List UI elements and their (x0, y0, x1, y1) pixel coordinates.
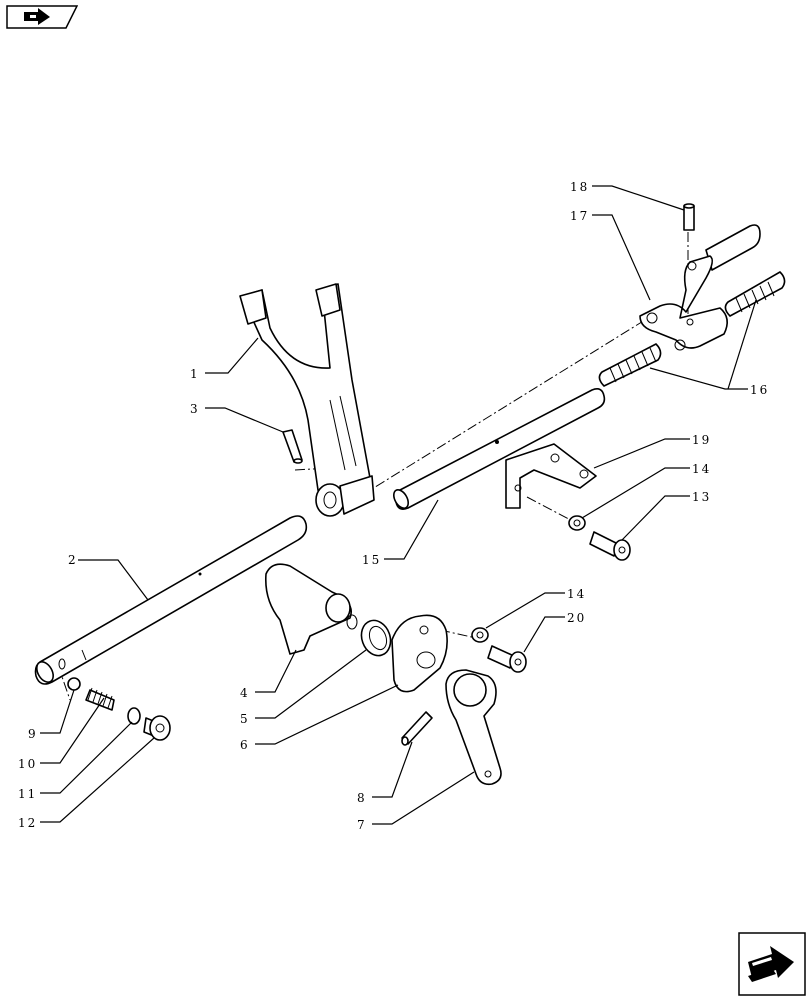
leader-lines (40, 185, 757, 825)
callout-9: 9 (28, 727, 38, 741)
callout-14-left: 14 (567, 587, 586, 601)
roll-pin-8 (401, 711, 433, 746)
shaft-axis-line (329, 319, 646, 516)
washer-14-right (568, 515, 586, 531)
detent-spring-10 (85, 687, 115, 711)
roll-pin-3 (282, 429, 303, 464)
angle-bracket-19 (505, 443, 597, 509)
callout-17: 17 (570, 209, 589, 223)
callout-19: 19 (692, 433, 711, 447)
callout-15: 15 (362, 553, 381, 567)
back-button[interactable] (6, 4, 79, 30)
callout-18: 18 (570, 180, 589, 194)
callout-6: 6 (240, 738, 250, 752)
callout-14-right: 14 (692, 462, 711, 476)
callout-1: 1 (190, 367, 200, 381)
selector-lever-4 (264, 563, 358, 655)
washer-11 (127, 707, 141, 725)
callout-4: 4 (240, 686, 250, 700)
plug-12 (143, 715, 171, 741)
callout-2: 2 (68, 553, 78, 567)
callout-8: 8 (357, 791, 367, 805)
callout-5: 5 (240, 712, 250, 726)
shift-rod-2 (34, 515, 308, 685)
washer-14-left (471, 627, 489, 643)
detent-ball-9 (67, 677, 81, 691)
cap-screw-13 (589, 531, 631, 561)
callout-10: 10 (18, 757, 37, 771)
pin-18 (683, 203, 695, 231)
next-arrow-icon (738, 932, 806, 996)
shift-fork-1 (239, 283, 375, 517)
callout-12: 12 (18, 816, 37, 830)
back-arrow-icon (6, 5, 79, 29)
bracket-17 (639, 224, 761, 351)
roll-pin-axis-line (294, 467, 331, 471)
callout-16: 16 (750, 383, 769, 397)
cap-screw-20 (487, 645, 527, 673)
callout-11: 11 (18, 787, 37, 801)
shaft-15 (392, 388, 606, 510)
seal-ring-5 (360, 619, 392, 657)
callout-7: 7 (357, 818, 367, 832)
plate-6 (391, 614, 448, 693)
callout-20: 20 (567, 611, 586, 625)
callout-3: 3 (190, 402, 200, 416)
spring-16-left (598, 343, 662, 387)
next-button[interactable] (738, 932, 806, 996)
callout-13: 13 (692, 490, 711, 504)
spring-16-right (724, 271, 786, 317)
arm-7 (445, 669, 502, 786)
